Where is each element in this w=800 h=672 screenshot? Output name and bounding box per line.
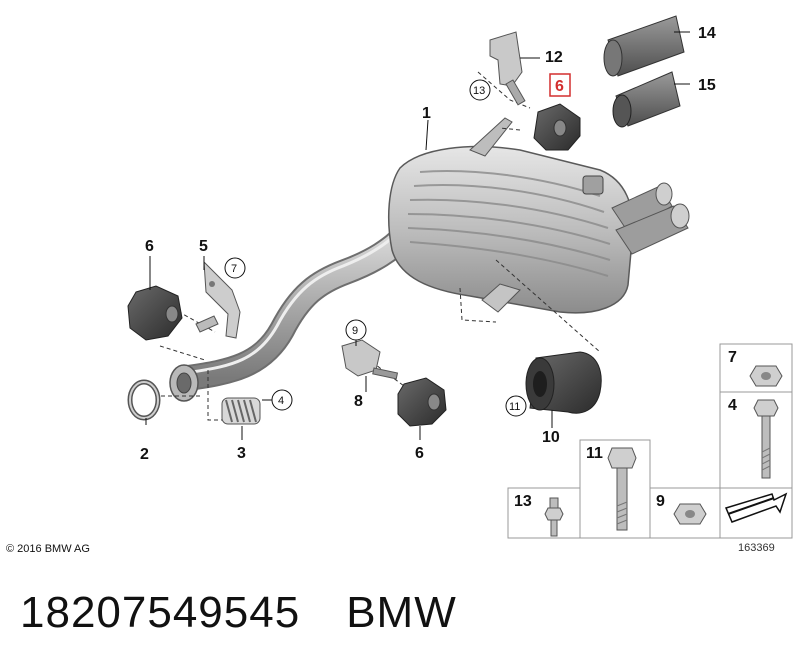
highlight-box: [549, 73, 571, 97]
callout-7: 7: [231, 263, 237, 275]
spring-part: [221, 397, 261, 425]
callout-circle-11: [505, 395, 527, 417]
callout-6-left: 6: [145, 238, 154, 255]
callout-14: 14: [698, 25, 716, 42]
table-cell-13: 13: [514, 493, 532, 510]
rubber-mount-top: [533, 103, 581, 151]
upper-bracket: [489, 31, 526, 106]
callout-15: 15: [698, 77, 716, 94]
table-cell-4: 4: [728, 397, 737, 414]
exhaust-pipe: [169, 219, 421, 402]
bracket-part: [195, 260, 241, 339]
hanger-part: [341, 339, 399, 380]
callout-5: 5: [199, 238, 208, 255]
exhaust-parts-diagram: 1 2 3 4 5 6 6 6 7 8 9 10 11 12 13 14 15 …: [127, 15, 793, 539]
callout-11: 11: [509, 401, 520, 413]
copyright-notice: © 2016 BMW AG: [6, 543, 90, 555]
table-cell-11: 11: [586, 445, 603, 462]
table-cell-7: 7: [728, 349, 737, 366]
callout-13: 13: [473, 85, 485, 97]
table-cell-9: 9: [656, 493, 665, 510]
stud-bolt-icon: [544, 497, 564, 537]
flange-nut-icon: [749, 365, 783, 387]
rear-muffler: [388, 117, 690, 314]
rubber-bushing: [525, 351, 602, 414]
tailpipe-tip-15: [612, 71, 681, 128]
hex-bolt-icon: [607, 447, 637, 531]
callout-4: 4: [278, 395, 284, 407]
hex-nut-icon: [673, 503, 707, 525]
rubber-mount-left: [127, 285, 183, 341]
callout-circle-13: [469, 79, 491, 101]
callout-3: 3: [237, 445, 246, 462]
parts-table: 7 4 11 13: [507, 343, 793, 539]
drawing-number: 163369: [738, 542, 775, 554]
part-number-line: 18207549545 BMW: [20, 588, 503, 638]
callout-circle-4: [271, 389, 293, 411]
callout-12: 12: [545, 49, 563, 66]
callout-8: 8: [354, 393, 363, 410]
tailpipe-tip-14: [603, 15, 685, 77]
brand-name: BMW: [346, 588, 457, 637]
callout-9: 9: [352, 325, 358, 337]
callout-6-top-highlighted: 6: [555, 78, 564, 95]
leader-lines: [145, 31, 690, 440]
callout-2: 2: [140, 446, 149, 463]
gasket-ring: [127, 379, 161, 421]
part-number: 18207549545: [20, 588, 301, 637]
rubber-mount-mid: [397, 377, 447, 427]
callout-1: 1: [422, 105, 431, 122]
flange-bolt-icon: [753, 399, 779, 479]
callout-6-mid: 6: [415, 445, 424, 462]
callout-circle-9: [345, 319, 367, 341]
callout-10: 10: [542, 429, 560, 446]
callout-circle-7: [224, 257, 246, 279]
orientation-arrow-icon: [724, 492, 788, 523]
